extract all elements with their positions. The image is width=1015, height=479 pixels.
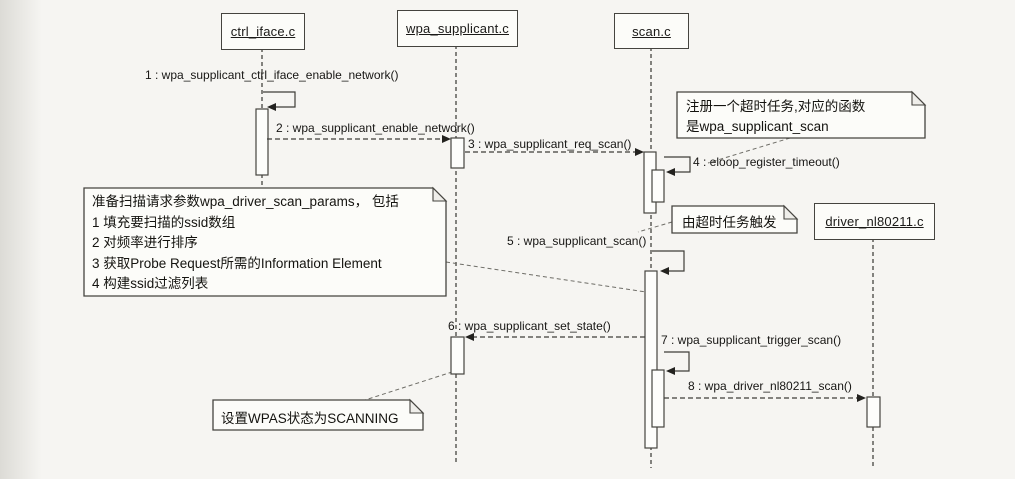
- note-timeout-trigger: 由超时任务触发: [682, 211, 777, 231]
- message-label-2: 2 : wpa_supplicant_enable_network(): [276, 121, 475, 135]
- self-message-loop-7: [664, 351, 690, 372]
- note-line: 2 对频率进行排序: [92, 235, 198, 251]
- message-label-8: 8 : wpa_driver_nl80211_scan(): [688, 379, 852, 393]
- lifeline-label: scan.c: [632, 23, 671, 39]
- note-shape-timeout-register: [676, 91, 926, 139]
- message-label-5: 5 : wpa_supplicant_scan(): [507, 234, 647, 248]
- message-label-7: 7 : wpa_supplicant_trigger_scan(): [661, 333, 842, 347]
- arrowhead-message-4: [666, 168, 675, 176]
- activation-bar-wpa-set-state: [450, 336, 465, 375]
- self-message-loop-4: [664, 156, 691, 173]
- activation-bar-wpa-enable: [450, 137, 465, 169]
- message-label-6: 6 : wpa_supplicant_set_state(): [448, 319, 611, 333]
- note-line: 准备扫描请求参数wpa_driver_scan_params， 包括: [92, 194, 399, 209]
- arrowhead-message-6: [465, 333, 474, 341]
- note-line: 1 填充要扫描的ssid数组: [92, 214, 236, 230]
- self-message-loop-1: [263, 91, 296, 108]
- self-message-loop-5: [652, 250, 685, 272]
- arrowhead-message-3: [635, 148, 644, 156]
- note-line: 设置WPAS状态为SCANNING: [221, 411, 399, 426]
- note-shape-scan-params: [83, 187, 447, 297]
- activation-bar-eloop-register: [651, 169, 665, 203]
- note-connector-timeout-trigger: [637, 221, 673, 233]
- note-fold-icon: [409, 398, 425, 414]
- activation-bar-trigger-scan: [651, 369, 665, 428]
- note-connector-set-state: [361, 371, 453, 402]
- lifeline-header-scan: scan.c: [614, 13, 689, 49]
- note-line: 4 构建ssid过滤列表: [92, 276, 209, 292]
- arrowhead-message-1: [267, 103, 276, 111]
- note-line: 是wpa_supplicant_scan: [686, 119, 829, 134]
- message-label-4: 4 : eloop_register_timeout(): [693, 155, 840, 169]
- note-shape-timeout-trigger: [671, 205, 798, 234]
- note-line: 注册一个超时任务,对应的函数: [686, 99, 866, 114]
- note-fold-icon: [911, 90, 927, 106]
- note-scan-params: 准备扫描请求参数wpa_driver_scan_params， 包括 1 填充要…: [92, 192, 399, 295]
- lifeline-label: driver_nl80211.c: [825, 214, 924, 229]
- activation-bar-ctrl-iface: [255, 108, 269, 176]
- lifeline-header-wpa-supplicant: wpa_supplicant.c: [397, 10, 518, 47]
- note-fold-icon: [783, 204, 799, 220]
- note-shape-set-state: [212, 399, 424, 431]
- lifeline-header-ctrl-iface: ctrl_iface.c: [221, 13, 305, 50]
- activation-bar-driver-scan: [866, 396, 881, 428]
- note-timeout-register: 注册一个超时任务,对应的函数 是wpa_supplicant_scan: [686, 97, 865, 137]
- note-line: 由超时任务触发: [682, 215, 777, 230]
- message-label-1: 1 : wpa_supplicant_ctrl_iface_enable_net…: [145, 68, 399, 82]
- note-fold-icon: [432, 186, 448, 202]
- note-set-state: 设置WPAS状态为SCANNING: [221, 407, 399, 427]
- note-connector-scan-params: [445, 261, 647, 293]
- arrowhead-message-5: [660, 267, 669, 275]
- arrowhead-message-7: [666, 367, 675, 375]
- note-connector-timeout-register: [707, 137, 791, 164]
- note-line: 3 获取Probe Request所需的Information Element: [92, 255, 382, 271]
- arrowhead-message-8: [857, 394, 866, 402]
- lifeline-header-driver-nl80211: driver_nl80211.c: [814, 203, 935, 240]
- lifeline-label: ctrl_iface.c: [230, 24, 296, 39]
- arrowhead-message-2: [442, 135, 451, 143]
- lifeline-label: wpa_supplicant.c: [406, 21, 509, 36]
- message-label-3: 3 : wpa_supplicant_req_scan(): [468, 137, 632, 151]
